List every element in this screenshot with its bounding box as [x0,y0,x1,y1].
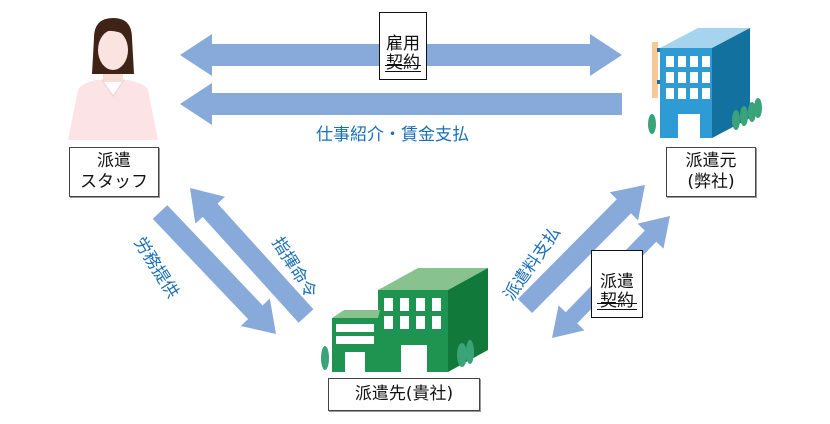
window [666,72,674,83]
job-intro-wage-arrow [180,83,622,125]
window [690,56,698,67]
window [702,88,710,99]
employment-contract-text: 雇用 契約 [386,34,420,73]
window [678,56,686,67]
fee-payment-arrow [517,185,645,314]
window [384,316,393,329]
dispatcher-building-icon [648,28,762,138]
employment-contract-document-icon: 雇用 契約 [379,12,427,80]
window [666,56,674,67]
window [690,72,698,83]
window [678,72,686,83]
window [432,298,441,311]
window [690,88,698,99]
labor-arrow [152,205,276,334]
person-icon [68,18,158,140]
window [678,88,686,99]
dispatcher-label: 派遣元 (弊社) [666,147,756,197]
window [384,298,393,311]
client-label: 派遣先(貴社) [328,378,480,411]
dispatch-contract-document-icon: 派遣 契約 [591,250,643,318]
client-building-icon [321,268,488,372]
window [432,316,441,329]
window [400,298,409,311]
window [702,72,710,83]
window [702,56,710,67]
job-intro-wage-text: 仕事紹介・賃金支払 [316,125,469,145]
dispatch-contract-text: 派遣 契約 [600,272,634,311]
staff-label: 派遣 スタッフ [69,147,159,197]
window [416,298,425,311]
window [666,88,674,99]
instruction-arrow [190,188,314,323]
window [416,316,425,329]
window [400,316,409,329]
